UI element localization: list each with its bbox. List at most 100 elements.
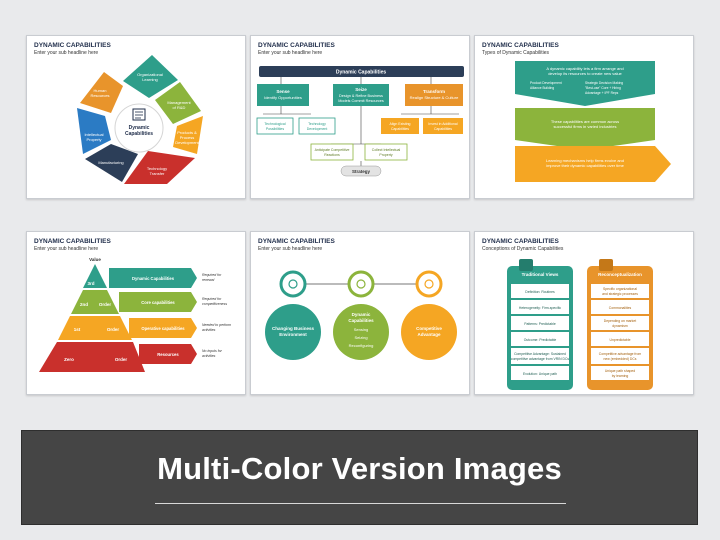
pyramid-level-2 bbox=[71, 290, 119, 314]
slide-subtitle: Enter your sub headline here bbox=[34, 50, 99, 56]
box-transform bbox=[405, 84, 463, 106]
level-note: Required for bbox=[202, 273, 222, 277]
slide-subtitle: Conceptions of Dynamic Capabilities bbox=[482, 246, 564, 252]
bullet: "Best-use" Core + Hiring bbox=[585, 86, 621, 90]
seg-label: Transfer bbox=[150, 171, 165, 176]
circle-text: Dynamic bbox=[352, 312, 371, 317]
arrow-text: Learning mechanisms help firms evolve an… bbox=[546, 158, 624, 163]
title-banner: Multi-Color Version Images bbox=[21, 430, 698, 525]
arrow-text: develop its resources to create new valu… bbox=[548, 71, 622, 76]
sub-label: Collect Intellectual bbox=[372, 148, 401, 152]
center-label-1: Dynamic bbox=[129, 125, 150, 131]
slide-4[interactable]: DYNAMIC CAPABILITIES Enter your sub head… bbox=[26, 231, 246, 395]
handshake-icon bbox=[415, 270, 443, 298]
target-icon bbox=[279, 270, 307, 298]
top-bar bbox=[259, 66, 464, 77]
segment-organizational-learning bbox=[123, 55, 178, 98]
circle-text: Advantage bbox=[417, 332, 441, 337]
level-label: Resources bbox=[157, 352, 179, 357]
bullet: Product Development bbox=[530, 81, 562, 85]
circle-item: Reconfiguring bbox=[349, 343, 374, 348]
pyramid-diagram: Value 3rd 2nd Order 1st Order Zero Order… bbox=[39, 257, 231, 372]
level-note: activities bbox=[202, 328, 216, 332]
circle-text: Competitive bbox=[416, 326, 442, 331]
center-label-2: Capabilities bbox=[125, 131, 153, 137]
bullet: Alliance Building bbox=[530, 86, 554, 90]
seg-label: Learning bbox=[142, 77, 158, 82]
slide-2[interactable]: DYNAMIC CAPABILITIES Enter your sub head… bbox=[250, 35, 470, 199]
circle-environment bbox=[265, 304, 321, 360]
order-word: Order bbox=[99, 302, 112, 307]
seg-label: Management bbox=[167, 100, 191, 105]
order-label: 2nd bbox=[80, 302, 88, 307]
seg-label: of R&D bbox=[173, 105, 186, 110]
gear-icon bbox=[347, 270, 375, 298]
row-text: Outcome: Predictable bbox=[524, 338, 557, 342]
sub-label: Possibilities bbox=[266, 127, 285, 131]
level-note: No inputs for bbox=[202, 349, 223, 353]
box-title: Seize bbox=[355, 87, 367, 92]
slide-title: DYNAMIC CAPABILITIES bbox=[258, 42, 335, 49]
box-text: Identify Opportunities bbox=[264, 95, 302, 100]
row-text: Competitive advantage from bbox=[599, 352, 642, 356]
segment-management-rd bbox=[155, 82, 201, 124]
slide-1[interactable]: DYNAMIC CAPABILITIES Enter your sub head… bbox=[26, 35, 246, 199]
slide-title: DYNAMIC CAPABILITIES bbox=[258, 238, 335, 245]
seg-label: Property bbox=[86, 137, 101, 142]
row-text: and strategic processes bbox=[602, 292, 638, 296]
columns-diagram: Traditional Views Reconceptualization De… bbox=[507, 259, 653, 390]
process-diagram: Dynamic Capabilities Sense Identify Oppo… bbox=[256, 66, 464, 177]
segment-technology-transfer bbox=[124, 151, 195, 184]
slide-3[interactable]: DYNAMIC CAPABILITIES Types of Dynamic Ca… bbox=[474, 35, 694, 199]
box-seize bbox=[333, 84, 389, 106]
segment-manufacturing bbox=[85, 144, 138, 182]
banner-title: Multi-Color Version Images bbox=[157, 451, 562, 486]
sub-label: Align Existing bbox=[389, 122, 410, 126]
slide-6[interactable]: DYNAMIC CAPABILITIES Conceptions of Dyna… bbox=[474, 231, 694, 395]
sub-label: Anticipate Competitive bbox=[315, 148, 350, 152]
list-icon bbox=[132, 108, 146, 121]
column-header: Traditional Views bbox=[522, 272, 559, 277]
level-note: activities bbox=[202, 354, 216, 358]
row-text: by learning bbox=[612, 374, 629, 378]
row-text: Definition: Routines bbox=[525, 290, 555, 294]
slide-title: DYNAMIC CAPABILITIES bbox=[34, 238, 111, 245]
sub-label: Reactions bbox=[324, 153, 340, 157]
banner-underline bbox=[155, 503, 566, 504]
slide-subtitle: Enter your sub headline here bbox=[34, 246, 99, 252]
row-text: Unpredictable bbox=[610, 338, 631, 342]
sub-boxes: Technological Possibilities Technology D… bbox=[256, 117, 463, 161]
pyramid-level-3 bbox=[83, 264, 107, 288]
column-header: Reconceptualization bbox=[598, 272, 642, 277]
segment-intellectual-property bbox=[77, 108, 111, 154]
pyramid-level-1 bbox=[58, 316, 132, 340]
sub-label: Capabilities bbox=[434, 127, 452, 131]
box-title: Sense bbox=[276, 89, 290, 94]
seg-label: Process bbox=[180, 135, 194, 140]
row-text: competitive advantage from VRIN DCs bbox=[511, 357, 570, 361]
level-note: renewal bbox=[202, 278, 214, 282]
sub-label: Development bbox=[307, 127, 328, 131]
bullet: Advantage + IPF Reps bbox=[585, 91, 619, 95]
sub-label: Technological bbox=[264, 122, 285, 126]
segment-human-resources bbox=[80, 72, 123, 113]
arrow-text: A dynamic capability lets a firm arrange… bbox=[546, 66, 623, 71]
circle-advantage bbox=[401, 304, 457, 360]
slide-title: DYNAMIC CAPABILITIES bbox=[482, 42, 559, 49]
slide-subtitle: Types of Dynamic Capabilities bbox=[482, 50, 549, 56]
arrow-1 bbox=[515, 61, 655, 106]
slide-title: DYNAMIC CAPABILITIES bbox=[482, 238, 559, 245]
level-label: Dynamic Capabilities bbox=[132, 276, 175, 281]
circle-item: Sensing bbox=[354, 327, 368, 332]
row-text: Patterns: Predictable bbox=[524, 322, 556, 326]
circle-item: Seizing bbox=[354, 335, 367, 340]
row-text: Specific organizational bbox=[603, 287, 637, 291]
pyramid-level-0 bbox=[39, 342, 145, 372]
seg-label: Human bbox=[94, 88, 107, 93]
slide-5[interactable]: DYNAMIC CAPABILITIES Enter your sub head… bbox=[250, 231, 470, 395]
level-note: Required for bbox=[202, 297, 222, 301]
seg-label: Products & bbox=[177, 130, 197, 135]
center-circle bbox=[114, 103, 164, 153]
heptagon-diagram: Dynamic Capabilities Organizational Lear… bbox=[77, 55, 203, 184]
box-text: Design & Refine Business bbox=[339, 94, 383, 98]
